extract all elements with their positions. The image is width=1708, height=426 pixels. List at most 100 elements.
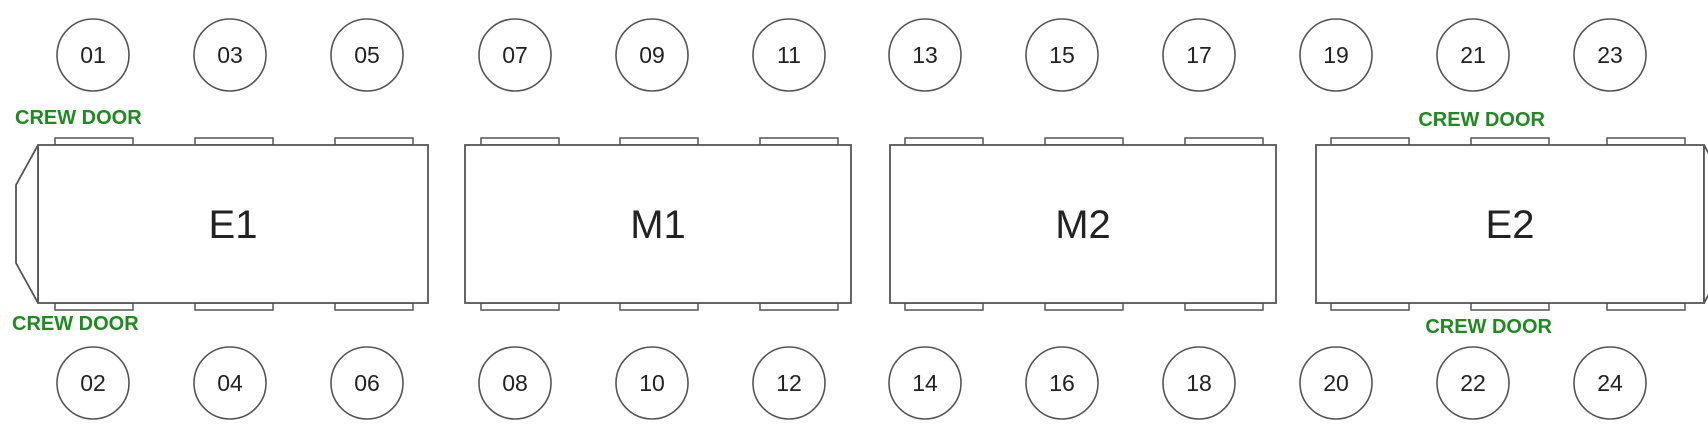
door-number-label: 21 [1460,42,1486,68]
door-number-22: 22 [1436,346,1510,420]
doors-layer: 01 03 05 07 09 11 13 15 17 19 21 23 02 04 06 08 10 12 14 16… [56,18,1647,420]
door-pad-top [1330,137,1410,146]
door-pad-top [759,137,839,146]
door-circle [330,18,404,92]
crew-door-label-top-right: CREW DOOR [1418,109,1545,131]
door-circle [478,18,552,92]
door-pad-bottom [1044,302,1124,311]
crew-door-label-top-left: CREW DOOR [15,107,142,129]
door-number-08: 08 [478,346,552,420]
car-label-m2: M2 [1055,203,1111,247]
door-number-16: 16 [1025,346,1099,420]
door-pad-bottom [759,302,839,311]
crew-door-label-bottom-left: CREW DOOR [12,313,139,335]
car-e2: E2 [1315,137,1708,311]
door-number-label: 11 [777,42,801,68]
door-number-24: 24 [1573,346,1647,420]
car-body [464,144,852,304]
door-number-11: 11 [752,18,826,92]
door-pad-bottom [334,302,414,311]
door-pad-top [480,137,560,146]
door-circle [1436,346,1510,420]
door-number-19: 19 [1299,18,1373,92]
door-pad-top [1470,137,1550,146]
door-number-21: 21 [1436,18,1510,92]
door-pad-bottom [54,302,134,311]
door-number-label: 17 [1186,42,1212,68]
door-number-label: 18 [1186,370,1212,396]
door-number-label: 04 [217,370,243,396]
door-number-15: 15 [1025,18,1099,92]
door-circle [193,346,267,420]
door-pad-bottom [1606,302,1686,311]
door-number-10: 10 [615,346,689,420]
door-number-label: 08 [502,370,528,396]
door-circle [1162,18,1236,92]
door-circle [1299,18,1373,92]
door-number-label: 07 [502,42,528,68]
crew-door-label-bottom-right: CREW DOOR [1425,316,1552,338]
door-pad-top [1044,137,1124,146]
door-number-09: 09 [615,18,689,92]
door-number-23: 23 [1573,18,1647,92]
door-number-17: 17 [1162,18,1236,92]
door-pad-bottom [1330,302,1410,311]
door-number-label: 16 [1049,370,1075,396]
door-circle [1299,346,1373,420]
door-pad-top [334,137,414,146]
door-circle [888,18,962,92]
door-number-label: 12 [776,370,802,396]
door-number-02: 02 [56,346,130,420]
door-circle [752,346,826,420]
car-body [1315,144,1705,304]
door-number-label: 06 [354,370,380,396]
door-number-label: 02 [80,370,106,396]
door-circle [752,18,826,92]
car-label-m1: M1 [630,203,686,247]
car-body [889,144,1277,304]
door-number-label: 24 [1597,370,1623,396]
door-number-05: 05 [330,18,404,92]
door-number-13: 13 [888,18,962,92]
door-number-label: 14 [912,370,938,396]
door-number-label: 23 [1597,42,1623,68]
door-circle [1025,346,1099,420]
door-number-14: 14 [888,346,962,420]
door-pad-top [54,137,134,146]
door-number-label: 13 [912,42,938,68]
door-circle [1162,346,1236,420]
door-number-label: 20 [1323,370,1349,396]
door-number-01: 01 [56,18,130,92]
door-number-12: 12 [752,346,826,420]
cab-nose-left [15,144,39,304]
door-circle [888,346,962,420]
door-number-18: 18 [1162,346,1236,420]
car-e1: E1 [15,137,429,311]
cab-nose-right [1703,144,1708,304]
door-pad-bottom [619,302,699,311]
door-number-04: 04 [193,346,267,420]
door-pad-bottom [1470,302,1550,311]
door-circle [1025,18,1099,92]
car-m1: M1 [464,137,852,311]
door-number-label: 22 [1460,370,1486,396]
door-circle [193,18,267,92]
door-pad-bottom [904,302,984,311]
door-number-label: 03 [217,42,243,68]
door-pad-top [1606,137,1686,146]
car-label-e2: E2 [1486,203,1535,247]
car-label-e1: E1 [209,203,258,247]
door-number-label: 10 [639,370,665,396]
door-circle [615,18,689,92]
door-pad-bottom [1184,302,1264,311]
cars-layer: E1 M1 M2 E2 [15,137,1708,311]
door-pad-bottom [194,302,274,311]
door-number-03: 03 [193,18,267,92]
door-circle [615,346,689,420]
door-circle [1436,18,1510,92]
door-circle [478,346,552,420]
door-number-label: 15 [1049,42,1075,68]
door-circle [56,18,130,92]
door-circle [56,346,130,420]
